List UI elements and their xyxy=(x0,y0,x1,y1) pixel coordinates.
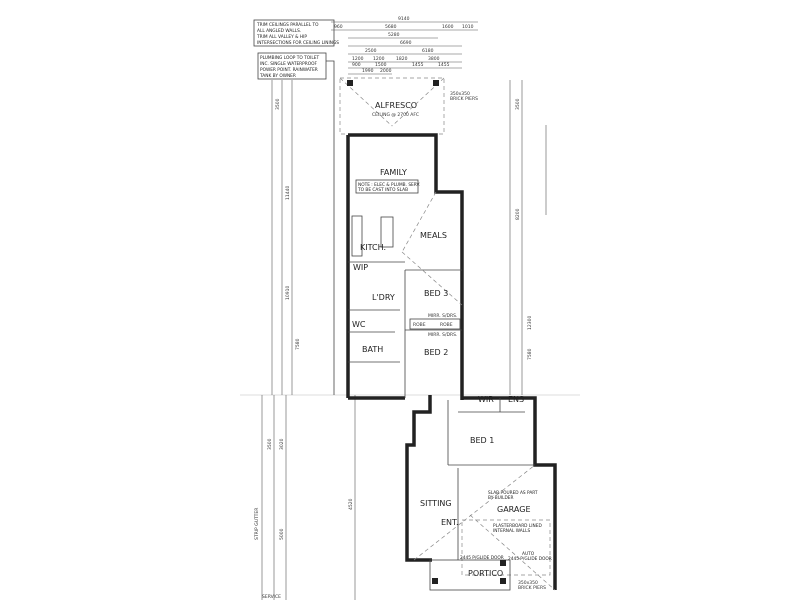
svg-text:3500: 3500 xyxy=(267,438,273,450)
svg-text:960: 960 xyxy=(334,24,343,30)
svg-text:1010: 1010 xyxy=(462,24,474,30)
svg-text:12300: 12300 xyxy=(527,316,533,330)
svg-text:4520: 4520 xyxy=(348,498,354,510)
svg-text:6690: 6690 xyxy=(400,40,412,46)
svg-text:INTERSECTIONS FOR CEILING LINI: INTERSECTIONS FOR CEILING LININGS xyxy=(257,40,339,46)
left-dimensions: 3500 11440 10910 7580 3500 3020 4520 500… xyxy=(254,80,356,600)
robe-label: ROBE xyxy=(413,322,426,328)
svg-text:9140: 9140 xyxy=(398,16,410,22)
svg-text:TRIM ALL VALLEY & HIP: TRIM ALL VALLEY & HIP xyxy=(256,34,307,40)
room-entry: ENT. xyxy=(441,518,459,527)
svg-text:2500: 2500 xyxy=(365,48,377,54)
upper-house-walls xyxy=(346,133,464,400)
svg-text:350x350: 350x350 xyxy=(518,580,538,586)
svg-text:BY BUILDER: BY BUILDER xyxy=(488,495,513,501)
plasterboard-note: PLASTERBOARD LINED INTERNAL WALLS xyxy=(493,523,542,534)
svg-text:900: 900 xyxy=(352,62,361,68)
svg-text:3800: 3800 xyxy=(428,56,440,62)
svg-text:2445 P/GLIDE DOOR: 2445 P/GLIDE DOOR xyxy=(460,555,504,561)
alfresco: ALFRESCO CEILING @ 2700 AFC 350x350 BRIC… xyxy=(339,77,478,135)
svg-text:SERVICE: SERVICE xyxy=(262,594,281,600)
svg-text:5680: 5680 xyxy=(385,24,397,30)
svg-text:POWER POINT. RAINWATER: POWER POINT. RAINWATER xyxy=(260,67,318,73)
svg-text:11440: 11440 xyxy=(285,186,291,200)
robe-door-note: MIRR. S/DRS. xyxy=(428,332,457,338)
svg-text:350x350: 350x350 xyxy=(450,91,470,97)
top-dimensions: 9140 960 5680 1600 1010 5280 6690 2500 6… xyxy=(331,16,478,75)
svg-text:8200: 8200 xyxy=(515,208,521,220)
room-bed-1: BED 1 xyxy=(470,436,494,445)
ceiling-note: TRIM CEILINGS PARALLEL TO ALL ANGLED WAL… xyxy=(253,19,339,47)
svg-text:ALFRESCO: ALFRESCO xyxy=(375,101,417,110)
svg-text:6180: 6180 xyxy=(422,48,434,54)
room-bed-3: BED 3 xyxy=(424,289,448,298)
svg-text:1200: 1200 xyxy=(352,56,364,62)
room-portico: PORTICO xyxy=(468,569,503,578)
room-meals: MEALS xyxy=(420,231,447,240)
robe-door-note: MIRR. S/DRS. xyxy=(428,313,457,319)
svg-text:7580: 7580 xyxy=(295,338,301,350)
svg-text:TO BE CAST INTO SLAB: TO BE CAST INTO SLAB xyxy=(357,187,408,193)
svg-text:1455: 1455 xyxy=(438,62,450,68)
svg-text:PLUMBING LOOP TO TOILET: PLUMBING LOOP TO TOILET xyxy=(260,55,319,61)
svg-text:TRIM CEILINGS PARALLEL TO: TRIM CEILINGS PARALLEL TO xyxy=(256,22,319,28)
lower-house-walls xyxy=(405,395,557,591)
room-laundry: L'DRY xyxy=(372,293,395,302)
room-bath: BATH xyxy=(362,345,383,354)
svg-text:1455: 1455 xyxy=(412,62,424,68)
svg-text:SLAB POURED AS PART: SLAB POURED AS PART xyxy=(488,490,538,496)
room-kitchen: KITCH. xyxy=(360,243,386,252)
svg-text:1820: 1820 xyxy=(396,56,408,62)
room-bed-2: BED 2 xyxy=(424,348,448,357)
svg-text:BRICK PIERS: BRICK PIERS xyxy=(450,96,478,102)
svg-text:1600: 1600 xyxy=(442,24,454,30)
svg-text:2445 P/GLIDE DOOR: 2445 P/GLIDE DOOR xyxy=(508,556,552,562)
svg-text:3500: 3500 xyxy=(275,98,281,110)
svg-text:3500: 3500 xyxy=(515,98,521,110)
svg-text:CEILING @ 2700 AFC: CEILING @ 2700 AFC xyxy=(372,112,419,118)
svg-text:1500: 1500 xyxy=(375,62,387,68)
garage-door-note: AUTO 2445 P/GLIDE DOOR 2445 P/GLIDE DOOR xyxy=(460,551,552,562)
svg-text:5000: 5000 xyxy=(279,528,285,540)
svg-text:INTERNAL WALLS: INTERNAL WALLS xyxy=(493,528,530,534)
svg-text:TANK BY OWNER: TANK BY OWNER xyxy=(259,73,296,79)
right-dimensions: 3500 8200 12300 7580 xyxy=(509,80,547,395)
svg-text:3020: 3020 xyxy=(279,438,285,450)
svg-text:INC. SINGLE WATERPROOF: INC. SINGLE WATERPROOF xyxy=(260,61,318,67)
svg-text:BRICK PIERS: BRICK PIERS xyxy=(518,585,546,591)
slab-note: SLAB POURED AS PART BY BUILDER xyxy=(488,490,538,501)
room-family: FAMILY xyxy=(380,168,407,177)
svg-text:AUTO: AUTO xyxy=(522,551,535,557)
room-ensuite: ENS xyxy=(508,395,524,404)
svg-text:PLASTERBOARD LINED: PLASTERBOARD LINED xyxy=(493,523,542,529)
services-note: NOTE : ELEC & PLUMB. SERV. TO BE CAST IN… xyxy=(355,179,420,194)
svg-text:NOTE : ELEC & PLUMB. SERV.: NOTE : ELEC & PLUMB. SERV. xyxy=(358,182,420,188)
room-wip: WIP xyxy=(353,263,368,272)
plumbing-note: PLUMBING LOOP TO TOILET INC. SINGLE WATE… xyxy=(257,52,335,395)
room-sitting: SITTING xyxy=(420,499,452,508)
svg-text:10910: 10910 xyxy=(285,286,291,300)
svg-text:5280: 5280 xyxy=(388,32,400,38)
svg-text:7580: 7580 xyxy=(527,348,533,360)
room-garage: GARAGE xyxy=(497,505,531,514)
room-wir: WIR xyxy=(478,395,494,404)
robe-label: ROBE xyxy=(440,322,453,328)
svg-text:1990: 1990 xyxy=(362,68,374,74)
bottom-piers-note: 350x350 BRICK PIERS xyxy=(518,580,546,591)
svg-text:2000: 2000 xyxy=(380,68,392,74)
svg-text:STRIP GUTTER: STRIP GUTTER xyxy=(254,508,260,540)
room-wc: WC xyxy=(352,320,366,329)
svg-text:ALL ANGLED WALLS.: ALL ANGLED WALLS. xyxy=(257,28,301,34)
svg-text:1200: 1200 xyxy=(373,56,385,62)
